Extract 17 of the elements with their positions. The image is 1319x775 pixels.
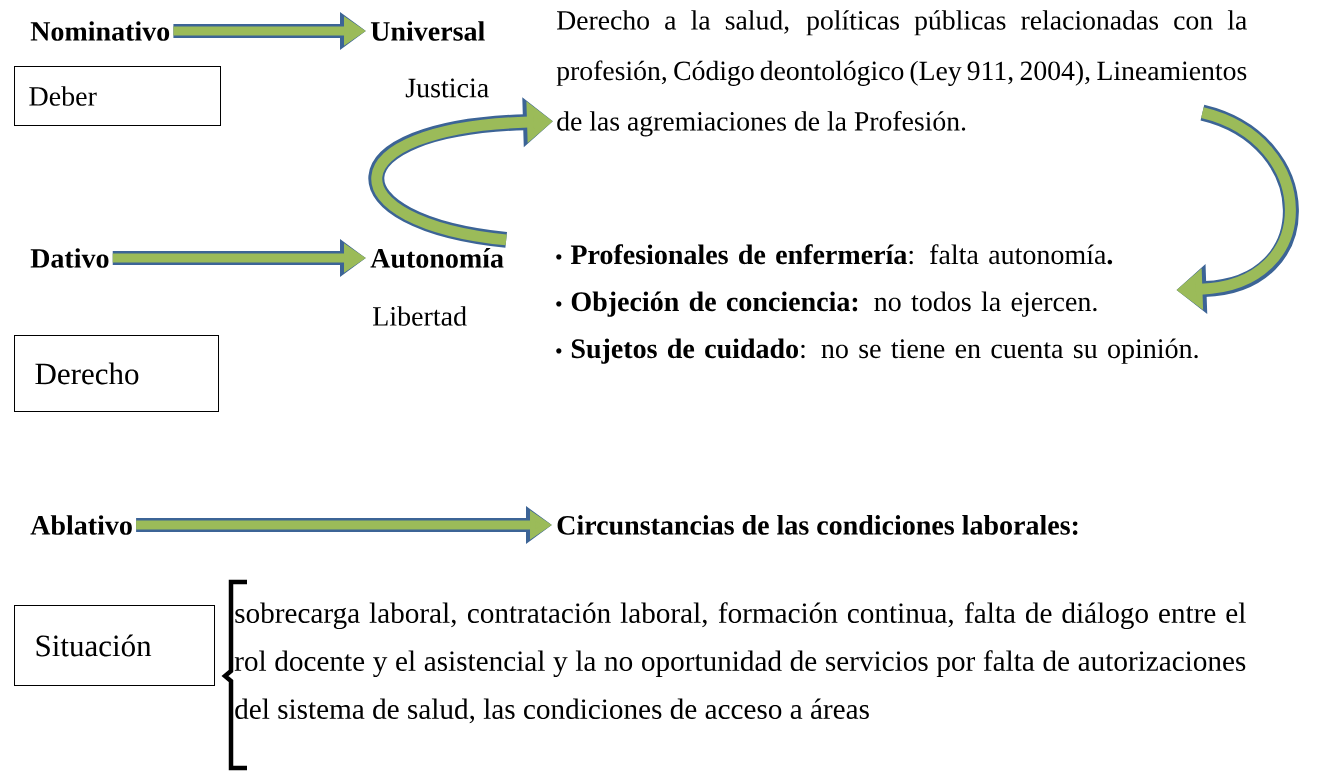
bullet-list: Profesionales de enfermería: falta autonomía. Objeción de conciencia: no todos la ejercen. Sujetos de cuidado: no se tiene en cuenta su opinión. [556,244,1198,364]
text-box: Deber [14,66,221,126]
heading-text: Circunstancias de las condiciones laborales: [557,515,1078,535]
label-text: Justicia [405,78,489,98]
node-label: Objeción de conciencia: no todos la ejercen. [571,291,1097,317]
node-label: Sujetos de cuidado: no se tiene en cuenta su opinión. [571,338,1198,364]
heading-text: Autonomía [370,248,504,268]
node-label: Profesionales de enfermería: falta autonomía. [570,244,1113,265]
heading-text: Ablativo [30,515,132,535]
heading-text: Universal [370,21,485,41]
heading-text: Dativo [30,248,109,268]
label-text: Libertad [373,306,467,326]
paragraph-text: Derecho a la salud, políticas públicas relacionadas con la profesión, Código deontológico (Ley 911, 2004), Lineamientos de las agremiaciones de la Profesión. [556,10,1247,137]
paragraph-text: sobrecarga laboral, contratación laboral, formación continua, falta de diálogo entre el rol docente y el asistencial y la no oportunidad de servicios por falta de autorizaciones del sistema de salud, las condiciones de acceso a áreas [234,602,1246,724]
heading-text: Nominativo [30,21,170,41]
text-box: Situación [14,605,215,686]
text-box: Derecho [14,335,219,412]
